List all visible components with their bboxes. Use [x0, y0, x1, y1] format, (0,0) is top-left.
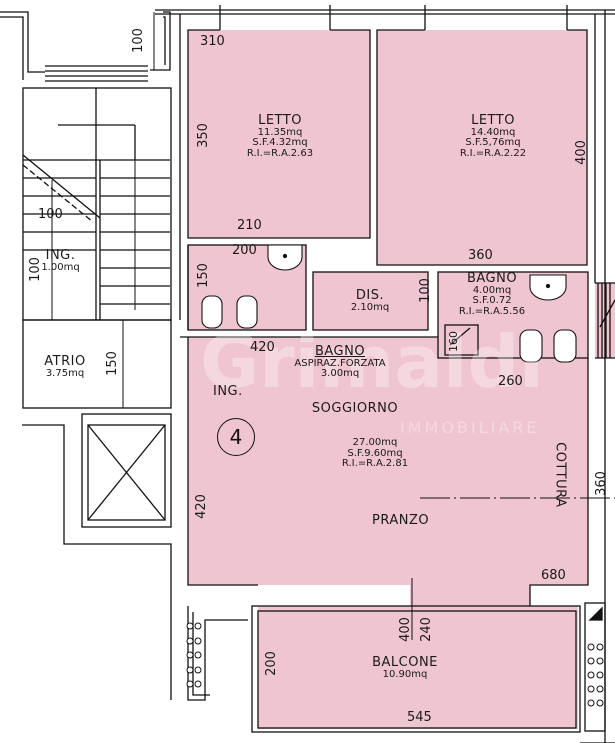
room-name: BALCONE [372, 655, 438, 670]
room-note: ASPIRAZ.FORZATA [294, 357, 386, 369]
room-name: ING. [45, 248, 76, 263]
room-area: 2.10mq [350, 301, 390, 313]
room-area: 27.00mq [352, 437, 398, 448]
room-area: 11.35mq [257, 126, 303, 138]
unit-number-badge: 4 [217, 418, 255, 456]
room-area: 3.00mq [320, 368, 360, 380]
room-area: 10.90mq [382, 668, 428, 680]
dim-ing-100: 100 [27, 257, 43, 282]
room-fills [188, 30, 615, 729]
chimney-flues [186, 622, 604, 707]
room-letto-1: LETTO 11.35mq S.F.4.32mq R.I.=R.A.2.63 [225, 114, 335, 159]
dim-atrio-150: 150 [104, 351, 120, 376]
dim-letto2-h: 400 [573, 140, 589, 165]
room-name: ATRIO [44, 354, 86, 369]
dim-cottura-360: 360 [593, 471, 609, 496]
dim-window-240: 240 [418, 617, 434, 642]
dim-letto1-w: 310 [200, 34, 225, 49]
room-area: 14.40mq [470, 126, 516, 138]
room-area: 1.00mq [41, 261, 80, 273]
room-cottura: COTTURA [552, 442, 568, 508]
room-soggiorno: SOGGIORNO [290, 402, 420, 416]
dim-stair-top: 100 [130, 28, 146, 53]
room-name: BAGNO [314, 344, 366, 359]
room-sf: S.F.5,76mq [465, 137, 521, 149]
room-bagno-forced-air: BAGNO ASPIRAZ.FORZATA 3.00mq [280, 345, 400, 380]
room-bagno-2: BAGNO 4.00mq S.F.0.72 R.I.=R.A.5.56 [452, 272, 532, 317]
bathroom-fixtures [201, 244, 577, 363]
dim-shower: 160 [447, 331, 460, 352]
room-atrio: ATRIO 3.75mq [35, 355, 95, 379]
room-sf: S.F.0.72 [472, 295, 512, 307]
room-name: BAGNO [466, 271, 518, 286]
room-area: 3.75mq [45, 367, 85, 379]
room-disimpegno: DIS. 2.10mq [335, 289, 405, 313]
room-soggiorno-data: 27.00mq S.F.9.60mq R.I.=R.A.2.81 [320, 437, 430, 470]
dim-stair-100: 100 [38, 207, 63, 222]
room-ri: R.I.=R.A.2.22 [459, 147, 527, 159]
dim-letto1-h: 350 [195, 123, 211, 148]
dim-window-400: 400 [397, 617, 413, 642]
dim-bagno1-w: 200 [232, 243, 257, 258]
dim-bagno1-h: 150 [195, 263, 211, 288]
room-ri: R.I.=R.A.2.81 [341, 458, 409, 469]
dim-balcone-h: 200 [263, 651, 279, 676]
room-sf: S.F.4.32mq [252, 137, 308, 149]
room-ing-stair: ING. 1.00mq [38, 249, 83, 273]
entrance-unit: ING. [213, 384, 243, 399]
room-ri: R.I.=R.A.5.56 [458, 305, 526, 317]
room-area: 4.00mq [472, 284, 512, 296]
room-balcone: BALCONE 10.90mq [350, 656, 460, 680]
room-pranzo: PRANZO [372, 513, 430, 528]
room-name: LETTO [471, 113, 515, 128]
room-letto-2: LETTO 14.40mq S.F.5,76mq R.I.=R.A.2.22 [438, 114, 548, 159]
unit-number: 4 [229, 425, 243, 449]
room-sf: S.F.9.60mq [347, 447, 403, 459]
dim-bagno1-bottom: 420 [250, 340, 275, 355]
dim-bagno2-bottom: 260 [498, 374, 523, 389]
dim-letto2-bottom: 360 [468, 248, 493, 263]
room-name: DIS. [355, 288, 385, 303]
dim-dis-h: 100 [417, 278, 433, 303]
room-ri: R.I.=R.A.2.63 [246, 147, 314, 159]
dim-letto1-bottom: 210 [237, 218, 262, 233]
dimension-lines [51, 12, 615, 640]
dim-balcone-w: 545 [407, 710, 432, 725]
room-name: SOGGIORNO [311, 401, 399, 416]
room-name: LETTO [258, 113, 302, 128]
dim-soggiorno-w: 680 [541, 568, 566, 583]
dim-soggiorno-h: 420 [193, 494, 209, 519]
